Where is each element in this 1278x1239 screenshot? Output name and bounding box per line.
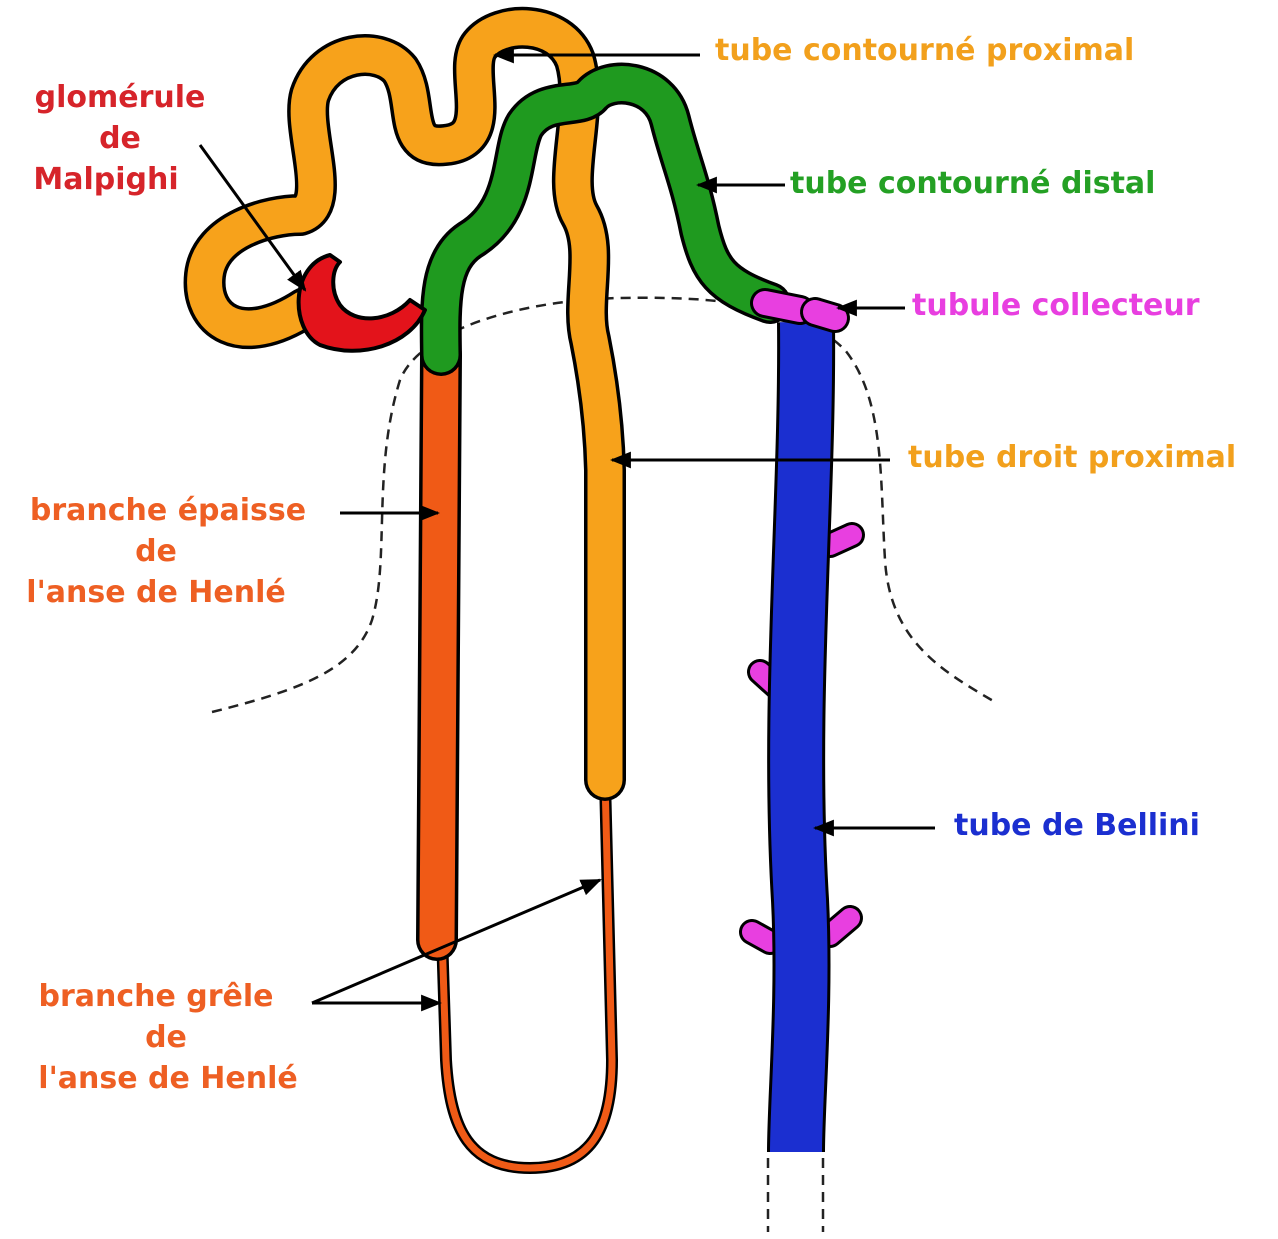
henle-thin-limb [442,780,612,1168]
proximal-tubule [205,28,605,780]
label-tube-bellini: tube de Bellini [954,808,1200,843]
label-tcd: tube contourné distal [790,166,1155,201]
label-branche-epaisse-1: branche épaisse [30,493,306,528]
label-tcp: tube contourné proximal [715,33,1134,68]
label-tube-droit-proximal: tube droit proximal [908,440,1236,475]
label-branche-epaisse-2: de [135,534,177,569]
label-glomerule-3: Malpighi [33,162,178,197]
label-branche-epaisse-3: l'anse de Henlé [26,575,285,610]
glomerule-malpighi [299,255,425,351]
tubule-collecteur [765,303,835,318]
label-tubule-collecteur: tubule collecteur [912,288,1200,323]
label-branche-grele-3: l'anse de Henlé [38,1061,297,1096]
henle-thick-limb [437,355,441,940]
label-glomerule-1: glomérule [35,80,206,115]
label-branche-grele-1: branche grêle [38,979,273,1014]
bellini-duct [752,322,852,1152]
labels: glomérule de Malpighi tube contourné pro… [26,33,1236,1096]
label-glomerule-2: de [99,121,141,156]
label-branche-grele-2: de [145,1020,187,1055]
